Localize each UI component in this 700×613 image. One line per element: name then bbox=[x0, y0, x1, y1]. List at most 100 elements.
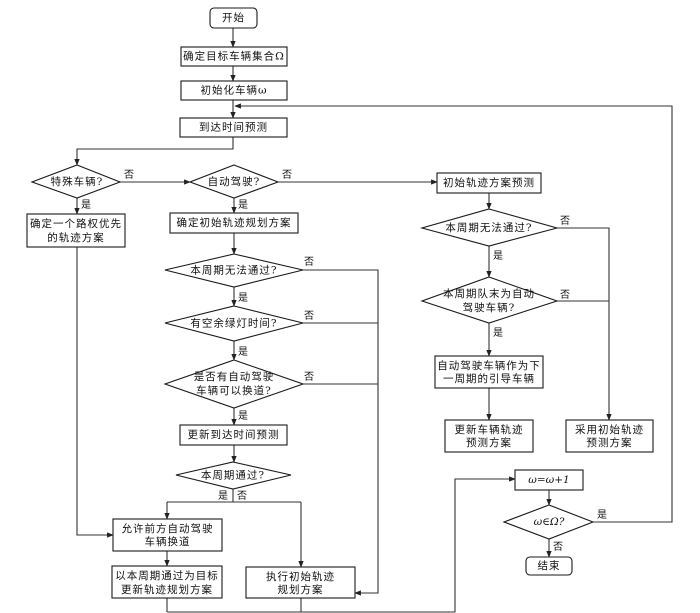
label-inset-no: 否 bbox=[553, 541, 563, 553]
label-cannotpass-b-no: 否 bbox=[560, 215, 570, 227]
connectors bbox=[74, 28, 673, 613]
node-autonomous: 自动驾驶? bbox=[188, 164, 280, 199]
cannot-pass-b-label: 本周期无法通过? bbox=[445, 221, 532, 234]
label-inset-yes: 是 bbox=[597, 509, 607, 521]
node-initial-prediction: 初始轨迹方案预测 bbox=[436, 172, 542, 194]
update-plan-target-line-1: 以本周期通过为目标 bbox=[115, 569, 219, 582]
update-arrival-label: 更新到达时间预测 bbox=[188, 428, 280, 441]
end-terminal bbox=[525, 556, 573, 576]
execute-initial-line-1: 执行初始轨迹 bbox=[266, 570, 335, 583]
determine-set-box bbox=[180, 46, 288, 67]
update-arrival-box bbox=[179, 424, 288, 446]
priority-plan-line-1: 确定一个路权优先 bbox=[30, 217, 122, 230]
node-init-vehicle: 初始化车辆ω bbox=[180, 80, 288, 101]
execute-initial-line-2: 规划方案 bbox=[278, 583, 324, 596]
node-start: 开始 bbox=[209, 7, 258, 29]
label-cannotpass-a-yes: 是 bbox=[238, 292, 248, 304]
update-plan-target-line-2: 更新轨迹规划方案 bbox=[121, 583, 213, 596]
edge-cannotpass-no bbox=[303, 269, 379, 596]
node-increment: ω=ω+1 bbox=[514, 469, 584, 491]
spare-green-diamond bbox=[164, 305, 304, 342]
node-special-vehicle: 特殊车辆? bbox=[30, 164, 122, 199]
in-set-q-label: ω∈Ω? bbox=[534, 516, 565, 528]
edge-priority-to-allow bbox=[76, 247, 114, 538]
determine-set-label: 确定目标车辆集合Ω bbox=[183, 50, 285, 63]
queue-tail-q-diamond bbox=[420, 276, 559, 324]
cannot-pass-a-diamond bbox=[164, 253, 304, 288]
allow-lane-change-box bbox=[112, 518, 223, 552]
node-in-set-q: ω∈Ω? bbox=[502, 504, 595, 540]
cannot-pass-a-label: 本周期无法通过? bbox=[190, 264, 277, 277]
node-spare-green: 有空余绿灯时间? bbox=[164, 305, 304, 342]
leader-box bbox=[434, 355, 544, 389]
initial-prediction-box bbox=[436, 172, 542, 194]
leader-line-1: 自动驾驶车辆作为下 bbox=[437, 359, 541, 372]
label-queue-tail-no: 否 bbox=[560, 289, 570, 301]
autonomous-diamond bbox=[188, 164, 280, 199]
node-cannot-pass-b: 本周期无法通过? bbox=[419, 208, 560, 247]
label-spare-green-no: 否 bbox=[304, 310, 314, 322]
node-update-arrival: 更新到达时间预测 bbox=[179, 424, 288, 446]
init-vehicle-box bbox=[180, 80, 288, 101]
initial-plan-label: 确定初始轨迹规划方案 bbox=[177, 216, 292, 229]
node-determine-set: 确定目标车辆集合Ω bbox=[180, 46, 288, 67]
node-allow-lane-change: 允许前方自动驾驶 车辆换道 bbox=[112, 518, 223, 552]
update-vehicle-pred-line-1: 更新车辆轨迹 bbox=[455, 423, 524, 436]
edge-arrival-to-special bbox=[74, 137, 234, 166]
allow-lane-change-line-2: 车辆换道 bbox=[145, 535, 191, 548]
label-pass-no: 否 bbox=[237, 490, 247, 502]
label-special-no: 否 bbox=[124, 169, 134, 181]
label-autonomous-yes: 是 bbox=[238, 199, 248, 211]
lane-change-q-line-1: 是否有自动驾驶 bbox=[194, 370, 275, 383]
node-adopt-initial-pred: 采用初始轨迹 预测方案 bbox=[565, 419, 654, 453]
label-spare-green-yes: 是 bbox=[238, 346, 248, 358]
node-update-plan-target: 以本周期通过为目标 更新轨迹规划方案 bbox=[111, 565, 223, 599]
node-arrival-prediction: 到达时间预测 bbox=[179, 117, 288, 138]
label-autonomous-no: 否 bbox=[282, 169, 292, 181]
node-leader: 自动驾驶车辆作为下 一周期的引导车辆 bbox=[434, 355, 544, 389]
autonomous-label: 自动驾驶? bbox=[208, 175, 261, 188]
pass-q-label: 本周期通过? bbox=[201, 469, 265, 482]
node-cannot-pass-a: 本周期无法通过? bbox=[164, 253, 304, 288]
edge-cannotpass-b-no bbox=[557, 227, 612, 421]
node-pass-q: 本周期通过? bbox=[175, 461, 292, 490]
node-execute-initial: 执行初始轨迹 规划方案 bbox=[245, 566, 356, 599]
pass-q-diamond bbox=[175, 461, 292, 490]
edge-loop-back bbox=[234, 103, 673, 523]
lane-change-q-diamond bbox=[163, 359, 305, 409]
arrival-prediction-label: 到达时间预测 bbox=[199, 121, 268, 134]
initial-prediction-label: 初始轨迹方案预测 bbox=[443, 176, 535, 189]
node-end: 结束 bbox=[525, 556, 573, 576]
adopt-initial-pred-line-1: 采用初始轨迹 bbox=[575, 423, 644, 436]
label-lane-change-no: 否 bbox=[304, 371, 314, 383]
special-vehicle-diamond bbox=[30, 164, 122, 199]
increment-box bbox=[514, 469, 584, 491]
label-lane-change-yes: 是 bbox=[238, 410, 248, 422]
node-update-vehicle-pred: 更新车辆轨迹 预测方案 bbox=[444, 419, 534, 453]
arrival-prediction-box bbox=[179, 117, 288, 138]
end-label: 结束 bbox=[538, 559, 561, 572]
node-queue-tail-q: 本周期队末为自动 驾驶车辆? bbox=[420, 276, 559, 324]
spare-green-label: 有空余绿灯时间? bbox=[190, 317, 277, 330]
edge-labels: 否 否 是 是 否 是 否 是 否 是 是 否 否 是 否 是 是 否 bbox=[81, 169, 607, 553]
queue-tail-q-line-1: 本周期队末为自动 bbox=[443, 287, 535, 300]
start-label: 开始 bbox=[222, 11, 245, 24]
allow-lane-change-line-1: 允许前方自动驾驶 bbox=[122, 522, 214, 535]
label-cannotpass-b-yes: 是 bbox=[493, 250, 503, 262]
label-cannotpass-a-no: 否 bbox=[304, 256, 314, 268]
priority-plan-line-2: 的轨迹方案 bbox=[47, 231, 105, 244]
execute-initial-box bbox=[245, 566, 356, 599]
label-special-yes: 是 bbox=[81, 199, 91, 211]
node-initial-plan: 确定初始轨迹规划方案 bbox=[169, 212, 299, 234]
label-pass-yes: 是 bbox=[218, 490, 228, 502]
queue-tail-q-line-2: 驾驶车辆? bbox=[463, 301, 516, 314]
special-vehicle-label: 特殊车辆? bbox=[51, 175, 104, 188]
leader-line-2: 一周期的引导车辆 bbox=[443, 372, 535, 385]
adopt-initial-pred-box bbox=[565, 419, 654, 453]
start-terminal bbox=[209, 7, 258, 29]
adopt-initial-pred-line-2: 预测方案 bbox=[587, 436, 633, 449]
label-queue-tail-yes: 是 bbox=[493, 327, 503, 339]
node-priority-plan: 确定一个路权优先 的轨迹方案 bbox=[26, 213, 126, 248]
update-vehicle-pred-box bbox=[444, 419, 534, 453]
cannot-pass-b-diamond bbox=[419, 208, 560, 247]
